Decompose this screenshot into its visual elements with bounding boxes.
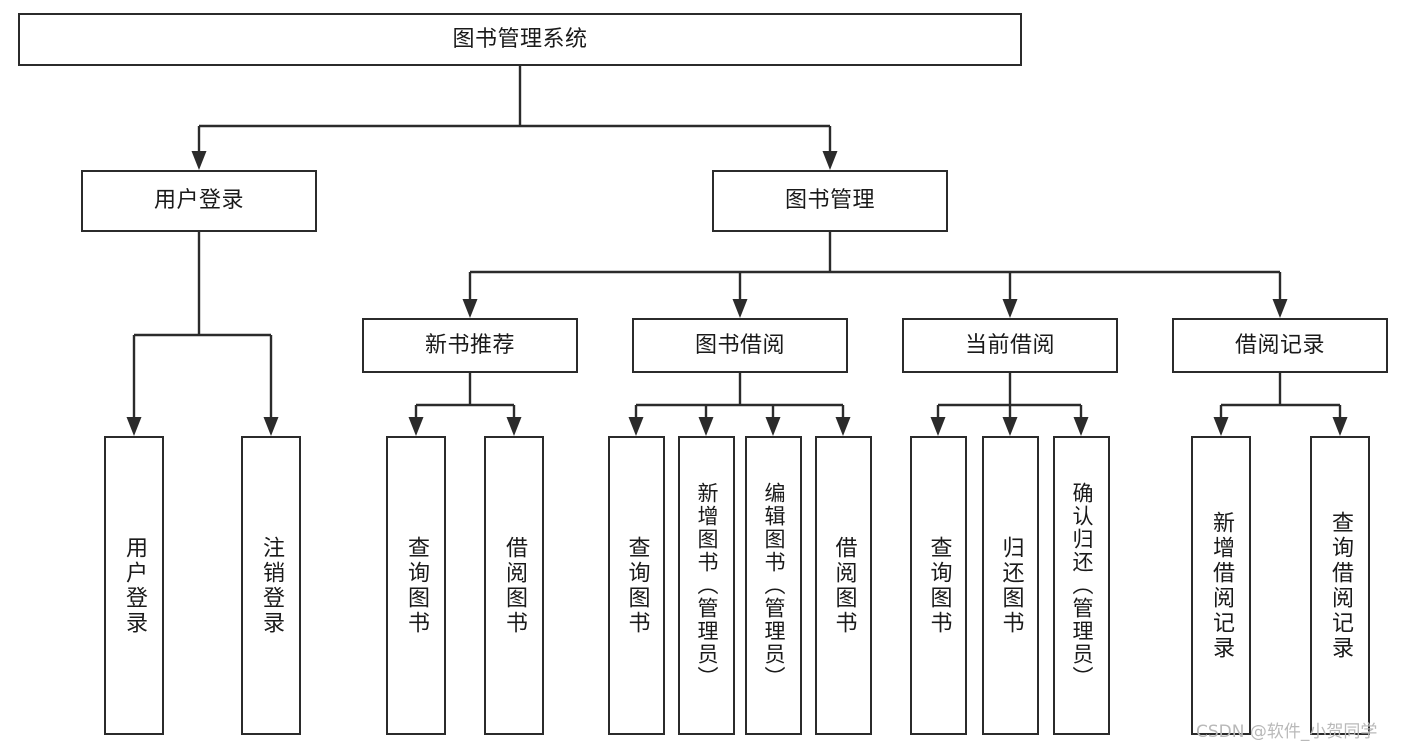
arrowhead-icon <box>408 417 424 436</box>
arrowhead-icon <box>191 151 207 170</box>
node-leaf-return-book: 归还图书 <box>982 436 1039 735</box>
node-label: 注销登录 <box>259 535 284 636</box>
node-leaf-rec-borrow-book: 借阅图书 <box>484 436 544 735</box>
node-new-book-rec: 新书推荐 <box>362 318 578 373</box>
node-label: 编辑图书（管理员） <box>762 482 786 689</box>
arrowhead-icon <box>732 299 748 318</box>
node-current-borrow: 当前借阅 <box>902 318 1118 373</box>
node-label: 图书借阅 <box>694 332 785 358</box>
arrowhead-icon <box>462 299 478 318</box>
node-label: 借阅图书 <box>502 535 527 636</box>
arrowhead-icon <box>1002 417 1018 436</box>
node-label: 借阅记录 <box>1234 332 1325 358</box>
node-label: 查询图书 <box>624 535 650 636</box>
node-label: 图书管理 <box>784 188 875 214</box>
node-label: 查询图书 <box>404 535 429 636</box>
node-root: 图书管理系统 <box>18 13 1022 66</box>
arrowhead-icon <box>698 417 714 436</box>
arrowhead-icon <box>1073 417 1089 436</box>
arrowhead-icon <box>822 151 838 170</box>
arrowhead-icon <box>126 417 142 436</box>
arrowhead-icon <box>1213 417 1229 436</box>
node-borrow-record: 借阅记录 <box>1172 318 1388 373</box>
node-leaf-user-logout: 注销登录 <box>241 436 301 735</box>
node-leaf-user-login: 用户登录 <box>104 436 164 735</box>
node-label: 借阅图书 <box>831 535 857 636</box>
arrowhead-icon <box>1002 299 1018 318</box>
node-label: 当前借阅 <box>964 332 1055 358</box>
node-leaf-borrow-query-book: 查询图书 <box>608 436 665 735</box>
node-label: 查询图书 <box>926 535 952 636</box>
arrowhead-icon <box>506 417 522 436</box>
node-label: 确认归还（管理员） <box>1070 482 1094 689</box>
arrowhead-icon <box>835 417 851 436</box>
arrowhead-icon <box>263 417 279 436</box>
node-label: 用户登录 <box>153 188 244 214</box>
arrowhead-icon <box>1272 299 1288 318</box>
arrowhead-icon <box>930 417 946 436</box>
node-label: 新增图书（管理员） <box>695 482 719 689</box>
arrowhead-icon <box>628 417 644 436</box>
node-leaf-borrow-book: 借阅图书 <box>815 436 872 735</box>
node-leaf-edit-book-admin: 编辑图书（管理员） <box>745 436 802 735</box>
node-leaf-query-borrow-record: 查询借阅记录 <box>1310 436 1370 735</box>
node-book-borrow: 图书借阅 <box>632 318 848 373</box>
node-label: 查询借阅记录 <box>1328 510 1353 661</box>
arrowhead-icon <box>1332 417 1348 436</box>
node-book-manage: 图书管理 <box>712 170 948 232</box>
node-label: 图书管理系统 <box>452 26 588 52</box>
node-leaf-cur-query-book: 查询图书 <box>910 436 967 735</box>
node-user-login: 用户登录 <box>81 170 317 232</box>
node-label: 新书推荐 <box>424 332 515 358</box>
node-leaf-add-borrow-record: 新增借阅记录 <box>1191 436 1251 735</box>
node-leaf-add-book-admin: 新增图书（管理员） <box>678 436 735 735</box>
arrowhead-icon <box>765 417 781 436</box>
node-leaf-rec-query-book: 查询图书 <box>386 436 446 735</box>
watermark-text: CSDN @软件_小贺同学 <box>1196 722 1378 742</box>
node-label: 归还图书 <box>998 535 1024 636</box>
node-leaf-confirm-return-admin: 确认归还（管理员） <box>1053 436 1110 735</box>
node-label: 新增借阅记录 <box>1209 510 1234 661</box>
node-label: 用户登录 <box>122 535 147 636</box>
